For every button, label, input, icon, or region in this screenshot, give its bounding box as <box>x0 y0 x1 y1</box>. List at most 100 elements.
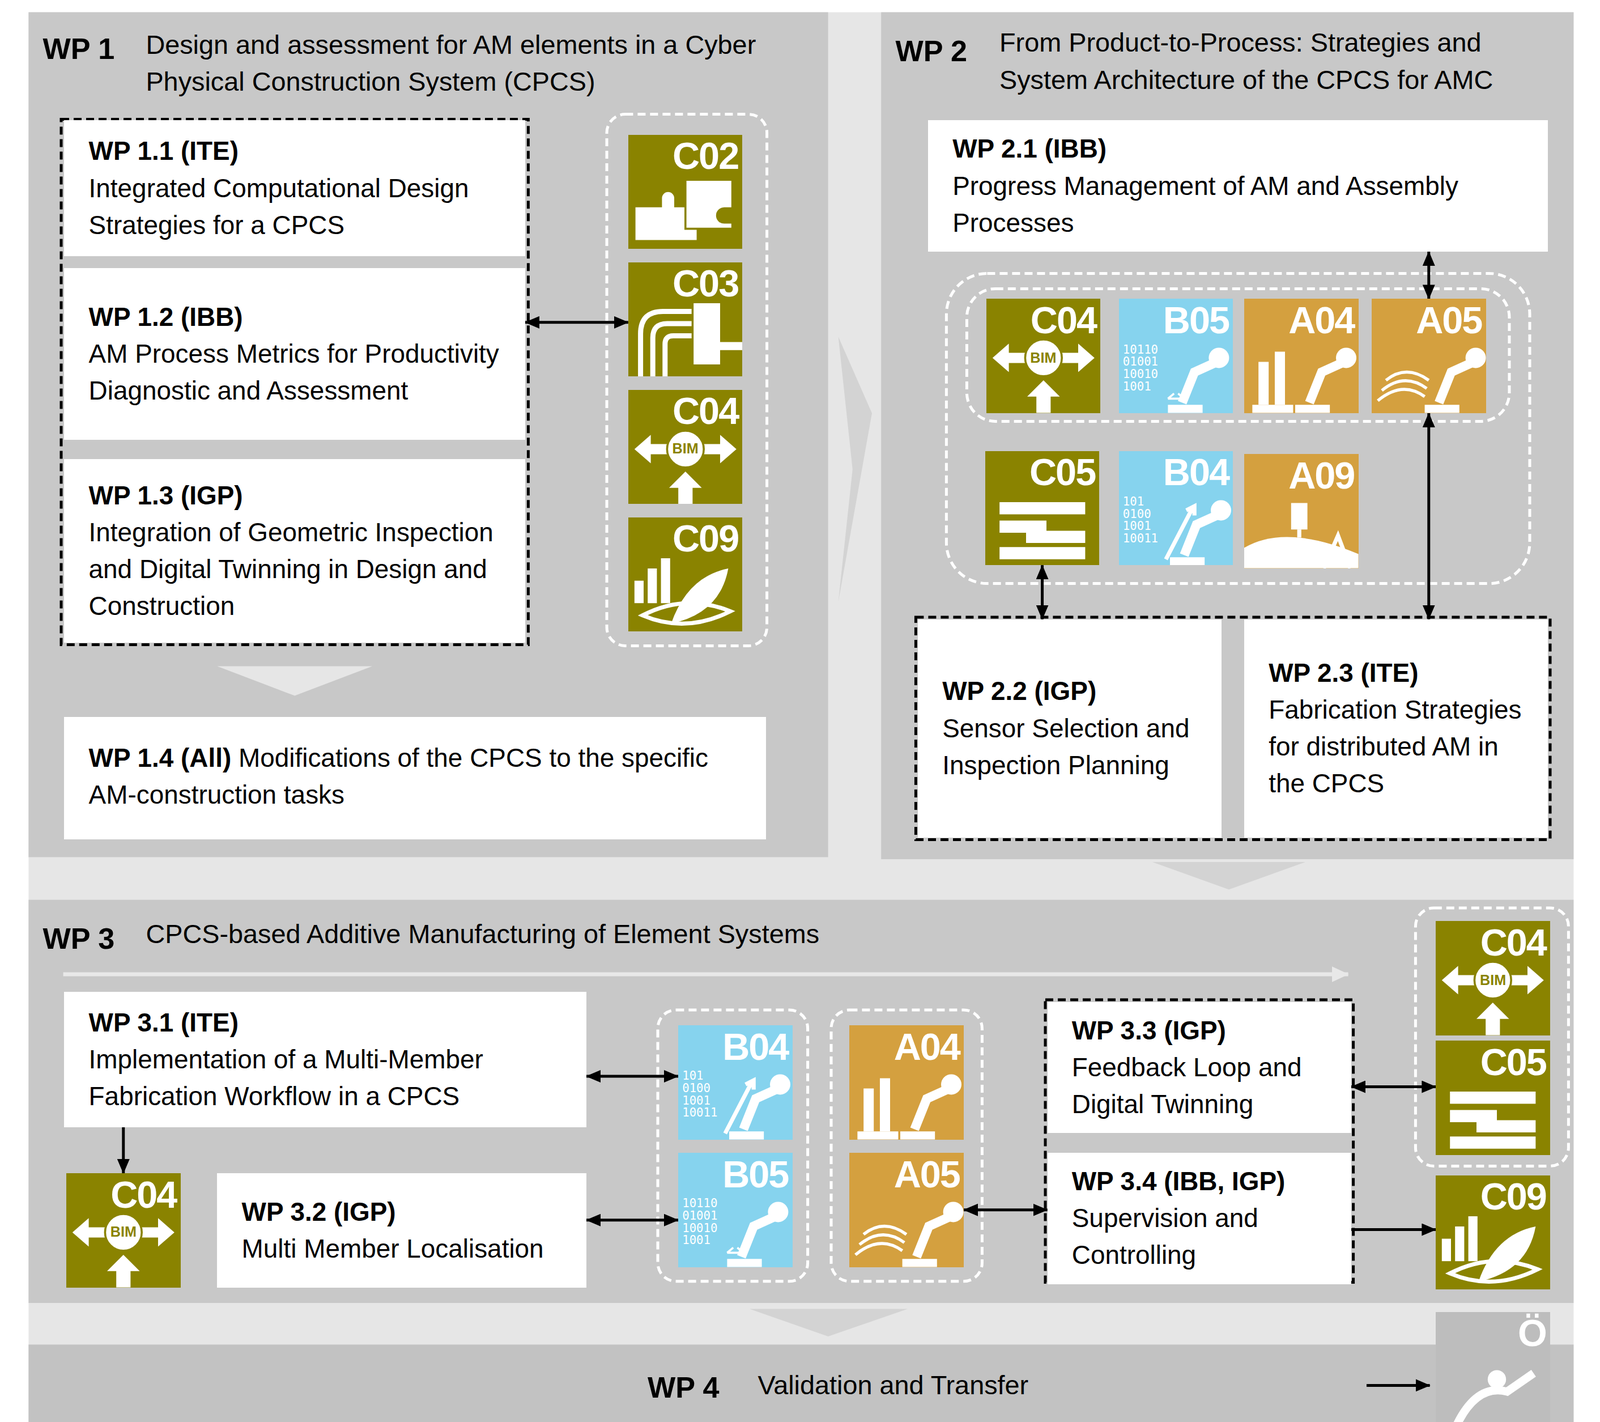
panel-number: WP 3 <box>43 917 116 960</box>
work-package-panel: WP 2From Product-to-Process: Strategies … <box>881 12 1574 857</box>
icon-stroke <box>1297 529 1302 538</box>
project-tile: A09 <box>1244 453 1359 569</box>
icon-stroke <box>104 1213 142 1251</box>
connector-arrow <box>963 1207 1048 1211</box>
icon-stroke <box>1335 347 1357 369</box>
tile-code: B05 <box>722 1154 789 1195</box>
icon-stroke <box>693 303 721 365</box>
icon-stroke <box>741 1215 777 1257</box>
group-outline <box>61 119 529 645</box>
icon-glyph <box>1441 1215 1538 1282</box>
group-outline <box>966 288 1510 421</box>
tile-code: C05 <box>1480 1042 1547 1083</box>
connector-arrow <box>1427 251 1431 299</box>
connector-arrow <box>1351 1227 1436 1231</box>
icon-stroke <box>652 323 692 377</box>
group-outline <box>831 1009 982 1282</box>
icon-stroke <box>1323 535 1351 569</box>
icon-glyph <box>1450 1091 1536 1149</box>
icon-glyph <box>857 1073 963 1139</box>
tile-code: B04 <box>1163 452 1229 493</box>
icon-stroke <box>1450 1091 1536 1104</box>
work-package-band: WP 4Validation and TransferÖ <box>28 1343 1574 1422</box>
connector-arrow <box>586 1218 679 1221</box>
icon-glyph <box>1456 1369 1534 1422</box>
box-text: Feedback Loop and Digital Twinning <box>1071 1048 1327 1123</box>
work-package-box: WP 2.1 (IBB)Progress Management of AM an… <box>928 120 1548 252</box>
icon-stroke <box>647 568 657 603</box>
icon-glyph <box>634 430 737 505</box>
project-tile: B0510110 01001 10010 1001 <box>1118 298 1234 414</box>
tile-code: B05 <box>1163 300 1229 341</box>
panel-title: Validation and Transfer <box>757 1366 1472 1404</box>
box-heading: WP 2.3 (ITE) <box>1268 654 1524 692</box>
icon-stroke <box>1424 405 1460 414</box>
icon-stroke <box>1169 556 1205 565</box>
project-tile: B04101 0100 1001 10011 <box>1118 450 1234 566</box>
icon-stroke <box>769 1073 791 1095</box>
icon-stroke <box>1377 372 1429 401</box>
box-text: Multi Member Localisation <box>241 1230 563 1267</box>
work-package-box: WP 3.3 (IGP)Feedback Loop and Digital Tw… <box>1047 1001 1352 1134</box>
icon-stroke <box>729 1130 764 1139</box>
icon-stroke <box>1210 499 1232 521</box>
project-tile: C04BIM <box>66 1172 181 1288</box>
flow-chevron <box>749 1308 908 1336</box>
icon-stroke <box>864 1088 875 1132</box>
icon-stroke <box>1456 1372 1534 1422</box>
icon-glyph <box>72 1213 175 1288</box>
project-tile: A05 <box>1371 298 1487 414</box>
icon-glyph <box>1167 347 1229 414</box>
work-package-box: WP 2.2 (IGP)Sensor Selection and Inspect… <box>917 619 1222 838</box>
icon-glyph <box>1377 347 1487 414</box>
box-text: Fabrication Strategies for distributed A… <box>1268 691 1524 803</box>
icon-stroke <box>943 1201 964 1222</box>
tile-code: C05 <box>1029 452 1096 493</box>
icon-stroke <box>900 1130 935 1139</box>
icon-stroke <box>916 1215 952 1257</box>
icon-stroke <box>1165 505 1194 560</box>
icon-stroke <box>720 341 743 350</box>
icon-text: BIM <box>1030 350 1057 365</box>
work-package-box: WP 1.4 (All)Modifications of the CPCS to… <box>64 716 766 840</box>
icon-stroke <box>1181 362 1217 403</box>
icon-text: BIM <box>110 1224 137 1240</box>
panel-ground <box>881 12 1574 859</box>
icon-stroke <box>1252 405 1293 414</box>
box-heading: WP 1.4 (All) <box>88 742 232 773</box>
icon-stroke <box>634 580 644 603</box>
connector-arrow <box>1427 413 1431 620</box>
tile-code: C09 <box>1480 1176 1547 1217</box>
icon-text: BIM <box>1479 972 1506 987</box>
icon-stroke <box>999 520 1085 543</box>
box-heading: WP 3.2 (IGP) <box>241 1193 563 1231</box>
ground <box>28 12 1574 1422</box>
icon-stroke <box>1167 393 1185 399</box>
icon-glyph <box>1244 502 1359 568</box>
tile-code: A05 <box>894 1154 960 1195</box>
connector-arrow <box>586 1074 679 1078</box>
project-tile: C09 <box>1435 1175 1551 1290</box>
group-outline <box>915 616 1551 840</box>
icon-stroke <box>915 1088 950 1130</box>
icon-stroke <box>1167 405 1203 414</box>
icon-text: 101 0100 1001 10011 <box>682 1069 718 1119</box>
panel-number: WP 1 <box>43 28 116 70</box>
icon-text: 10110 01001 10010 1001 <box>1122 343 1159 394</box>
project-tile: A04 <box>849 1024 964 1140</box>
icon-glyph <box>640 303 743 377</box>
icon-stroke <box>1487 1369 1506 1388</box>
box-text: Implementation of a Multi-Member Fabrica… <box>88 1040 563 1115</box>
box-text: Progress Management of AM and Assembly P… <box>952 167 1524 242</box>
tile-code: C09 <box>672 518 739 559</box>
connector-arrow <box>121 1126 125 1173</box>
box-heading: WP 1.2 (IBB) <box>88 298 501 336</box>
icon-stroke <box>1474 961 1512 999</box>
icon-stroke <box>941 1073 962 1095</box>
icon-stroke <box>685 179 733 229</box>
box-heading: WP 3.3 (IGP) <box>1071 1011 1327 1049</box>
icon-text: 10110 01001 10010 1001 <box>682 1197 718 1247</box>
tile-code: C04 <box>672 391 739 432</box>
box-heading: WP 2.1 (IBB) <box>952 130 1524 168</box>
